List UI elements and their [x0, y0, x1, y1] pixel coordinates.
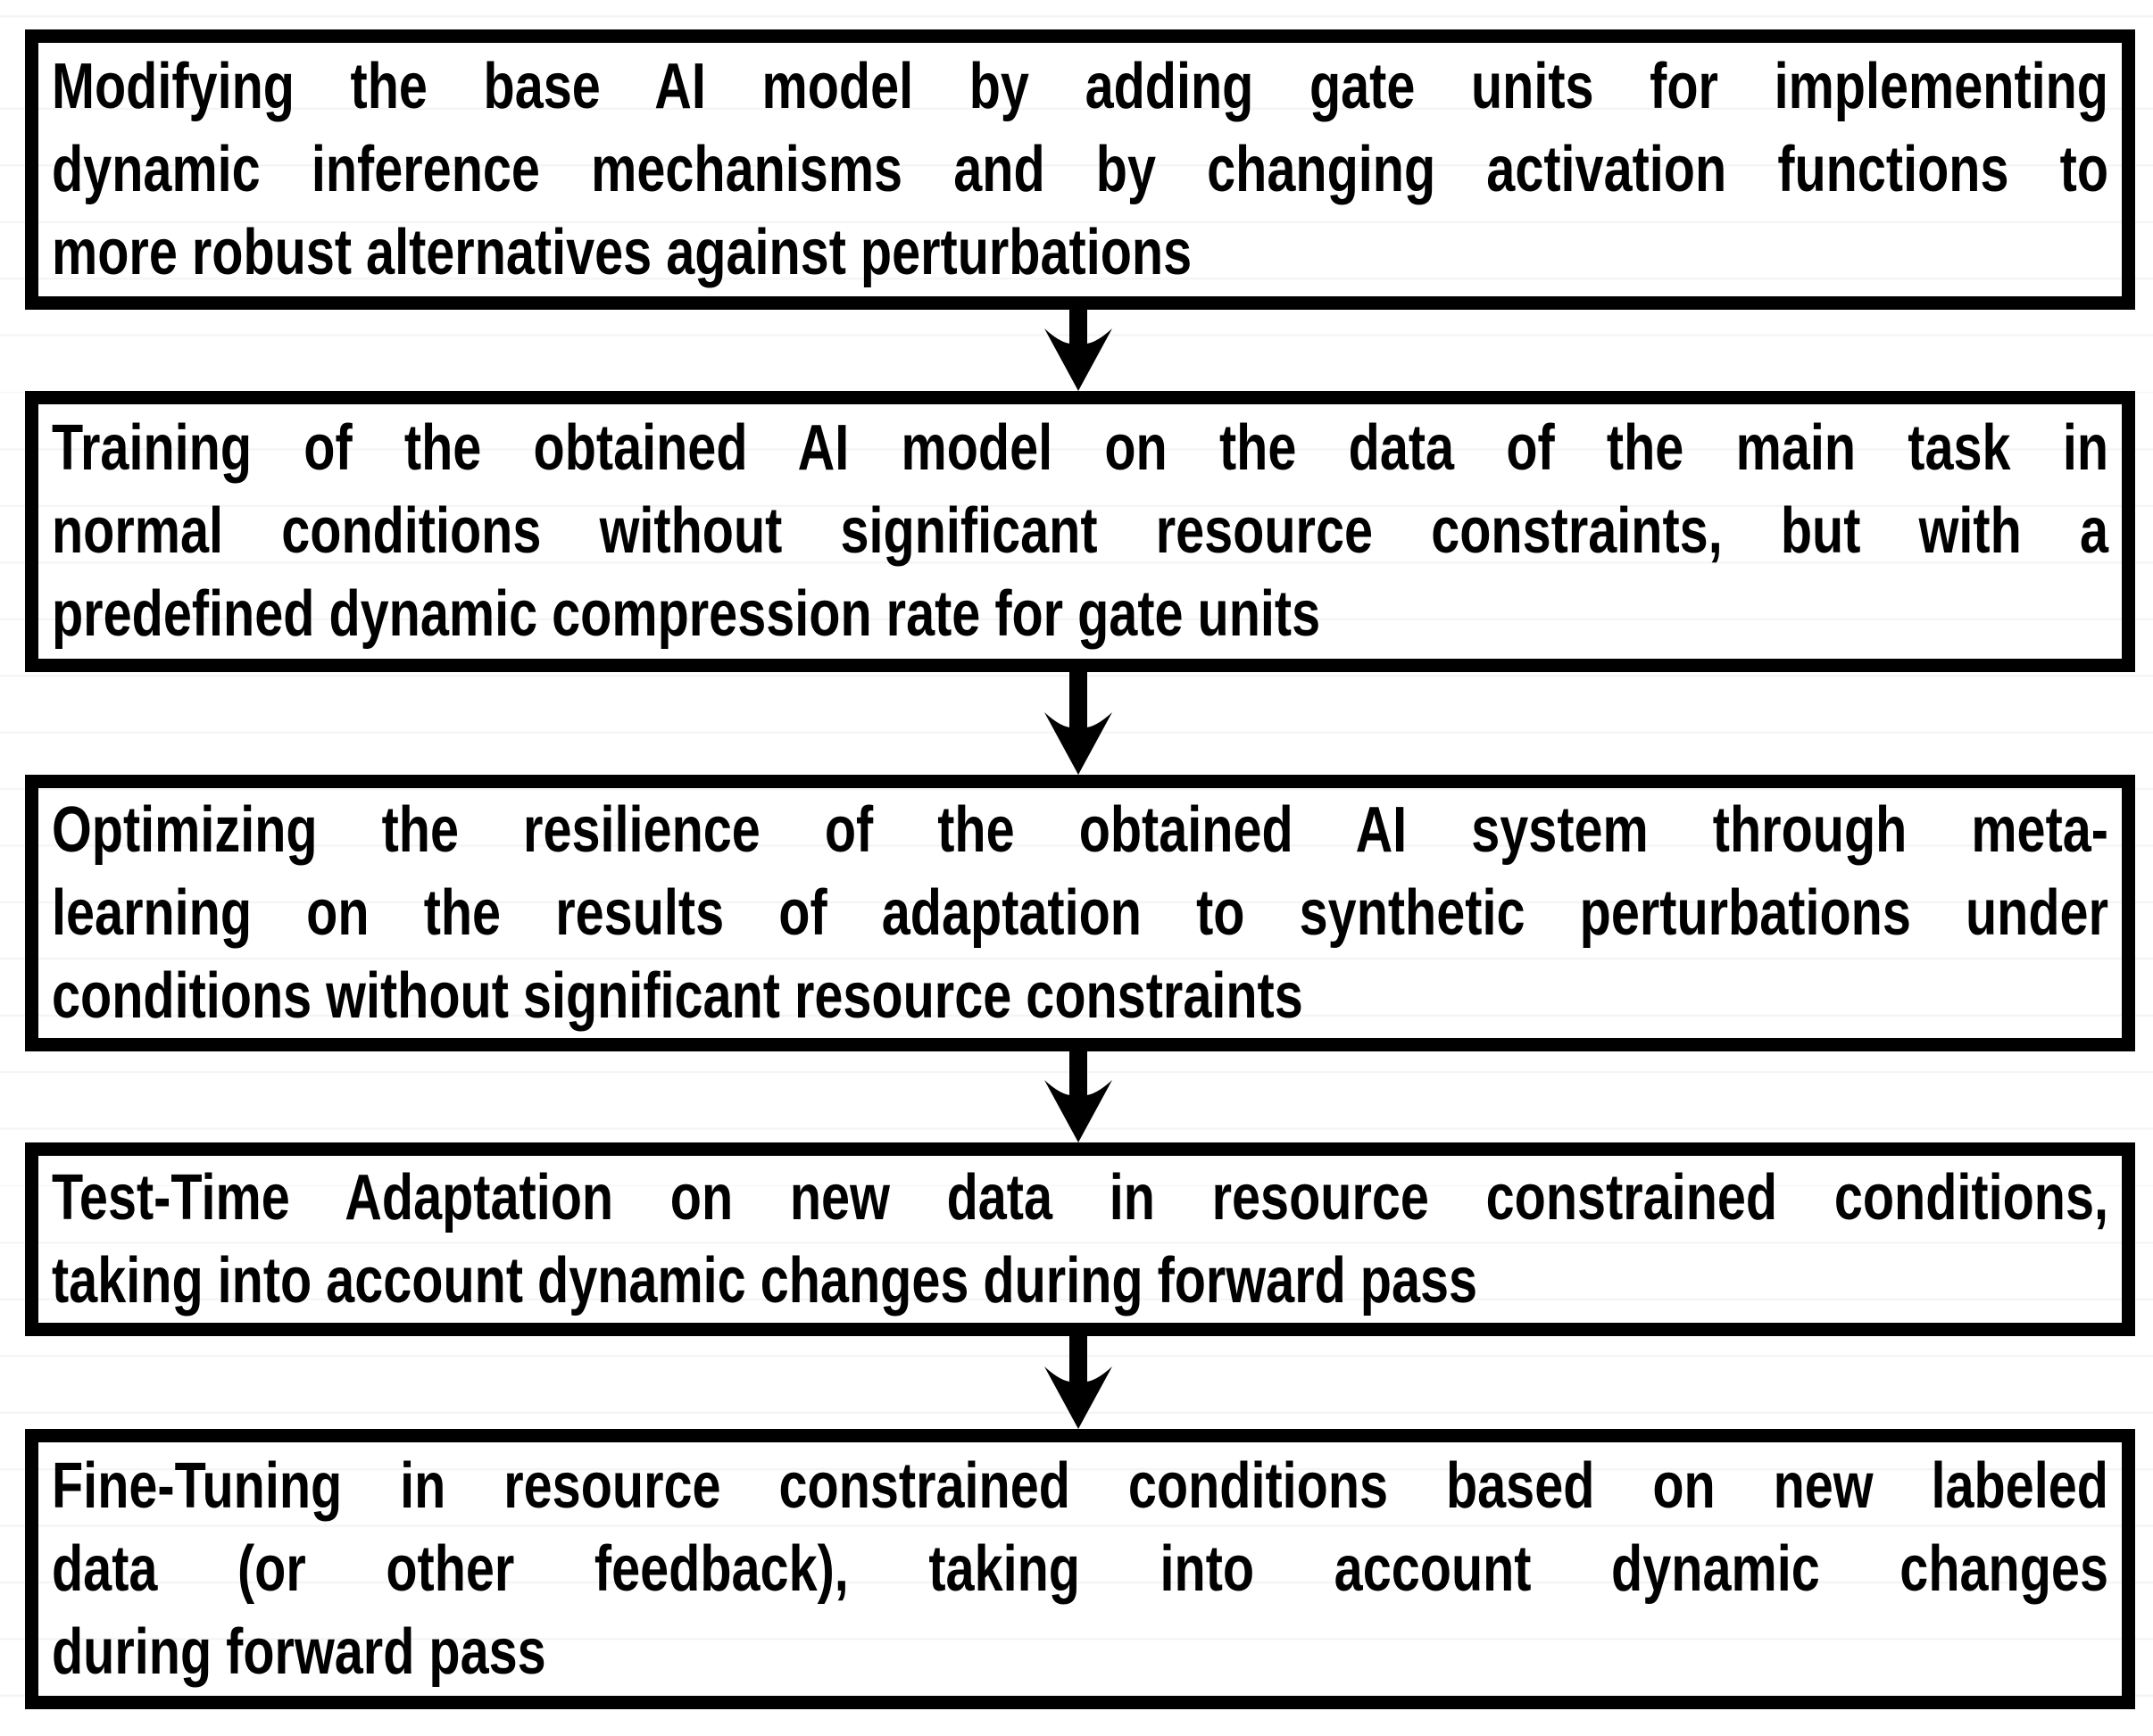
text-line: predefined dynamic compression rate for … — [52, 578, 1321, 650]
arrow-down-icon — [1043, 310, 1114, 391]
text-line: taking into account dynamic changes duri… — [52, 1244, 1478, 1317]
text-line: learning on the results of adaptation to… — [52, 876, 2108, 949]
text-line: Training of the obtained AI model on the… — [52, 412, 2108, 484]
text-line: during forward pass — [52, 1616, 546, 1688]
process-box-1: Modifying the base AI model by adding ga… — [25, 29, 2135, 310]
text-line: normal conditions without significant re… — [52, 495, 2108, 567]
text-line: Optimizing the resilience of the obtaine… — [52, 793, 2108, 866]
text-line: data (or other feedback), taking into ac… — [52, 1532, 2108, 1605]
process-box-5: Fine-Tuning in resource constrained cond… — [25, 1429, 2135, 1709]
process-box-3: Optimizing the resilience of the obtaine… — [25, 775, 2135, 1051]
process-box-4: Test-Time Adaptation on new data in reso… — [25, 1142, 2135, 1336]
process-box-2: Training of the obtained AI model on the… — [25, 391, 2135, 672]
arrow-down-icon — [1043, 1051, 1114, 1142]
text-line: dynamic inference mechanisms and by chan… — [52, 133, 2108, 205]
text-line: Modifying the base AI model by adding ga… — [52, 50, 2108, 122]
text-line: more robust alternatives against perturb… — [52, 216, 1193, 288]
text-line: conditions without significant resource … — [52, 959, 1303, 1032]
text-line: Fine-Tuning in resource constrained cond… — [52, 1449, 2108, 1522]
text-line: Test-Time Adaptation on new data in reso… — [52, 1161, 2108, 1233]
arrow-down-icon — [1043, 1336, 1114, 1429]
arrow-down-icon — [1043, 672, 1114, 775]
